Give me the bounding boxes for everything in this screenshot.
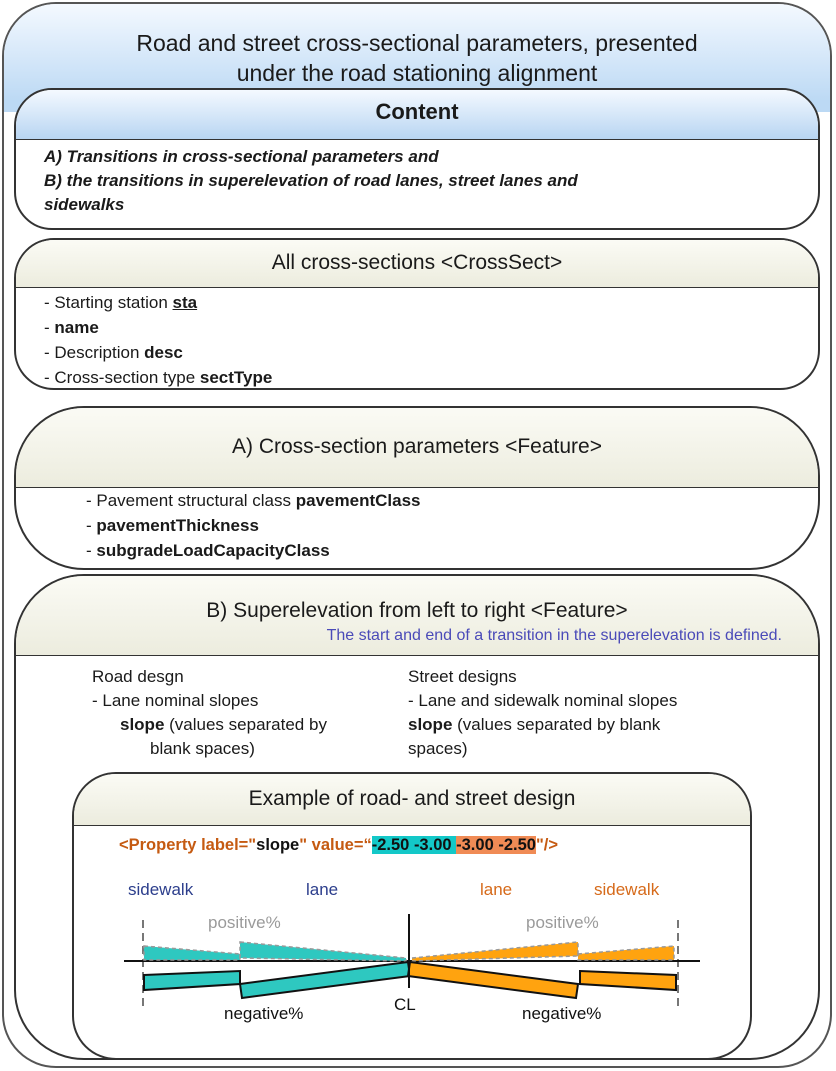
positive-sidewalk-left [143,945,241,961]
positive-lane-left [239,941,407,962]
slope-values-right: -3.00 -2.50 [456,836,536,854]
main-title: Road and street cross-sectional paramete… [136,30,698,86]
content-header: Content [16,90,818,140]
road-design-heading: Road desgn [92,667,184,686]
positive-lane-right [411,941,579,962]
label-sidewalk-left: sidewalk [128,880,194,899]
feature-a-box: A) Cross-section parameters <Feature> - … [14,406,820,570]
content-line-2: B) the transitions in superelevation of … [44,171,578,190]
content-box: Content A) Transitions in cross-sectiona… [14,88,820,230]
example-box: Example of road- and street design <Prop… [72,772,752,1060]
street-design-line-2: slope (values separated by blank [408,715,661,734]
content-line-1: A) Transitions in cross-sectional parame… [44,147,439,166]
crosssect-box: All cross-sections <CrossSect> - Startin… [14,238,820,390]
label-lane-right: lane [480,880,512,899]
negative-lane-left [238,960,412,1000]
negative-sidewalk-right [579,969,677,992]
street-design-heading: Street designs [408,667,517,686]
crosssect-title: All cross-sections <CrossSect> [271,251,563,274]
street-design-line-1: - Lane and sidewalk nominal slopes [408,691,678,710]
crosssect-item-secttype: - Cross-section type sectType [44,368,273,387]
content-title: Content [375,99,459,124]
label-centerline: CL [394,995,416,1014]
feature-a-item-subgrade: - subgradeLoadCapacityClass [86,541,330,560]
label-positive-right: positive% [526,913,599,932]
slope-values-left: -2.50 -3.00 [371,836,457,854]
feature-a-item-pavementclass: - Pavement structural class pavementClas… [86,491,421,510]
negative-lane-right [406,960,580,1000]
street-design-line-3: spaces) [408,739,468,758]
feature-a-title: A) Cross-section parameters <Feature> [232,435,602,458]
feature-a-header: A) Cross-section parameters <Feature> [16,408,818,488]
content-line-3: sidewalks [44,195,125,214]
road-design-line-2: slope (values separated by [120,715,327,734]
cross-section-illustration: sidewalk lane lane sidewalk positive% po… [124,880,700,1023]
negative-sidewalk-left [143,969,241,992]
crosssect-item-sta: - Starting station sta [44,293,198,312]
feature-b-header: B) Superelevation from left to right <Fe… [16,576,818,656]
feature-b-note: The start and end of a transition in the… [326,627,782,644]
label-sidewalk-right: sidewalk [594,880,660,899]
crosssect-item-name: - name [44,318,99,337]
road-design-line-1: - Lane nominal slopes [92,691,259,710]
label-positive-left: positive% [208,913,281,932]
slope-property-code: <Property label="slope" value=“-2.50 -3.… [119,836,558,854]
positive-sidewalk-right [577,945,675,961]
crosssect-item-desc: - Description desc [44,343,183,362]
label-negative-right: negative% [522,1004,601,1023]
label-lane-left: lane [306,880,338,899]
road-design-line-3: blank spaces) [150,739,255,758]
crosssect-header: All cross-sections <CrossSect> [16,240,818,288]
example-header: Example of road- and street design [74,774,750,826]
label-negative-left: negative% [224,1004,303,1023]
example-title: Example of road- and street design [248,787,576,810]
feature-b-title: B) Superelevation from left to right <Fe… [206,599,628,622]
feature-a-item-pavementthickness: - pavementThickness [86,516,259,535]
